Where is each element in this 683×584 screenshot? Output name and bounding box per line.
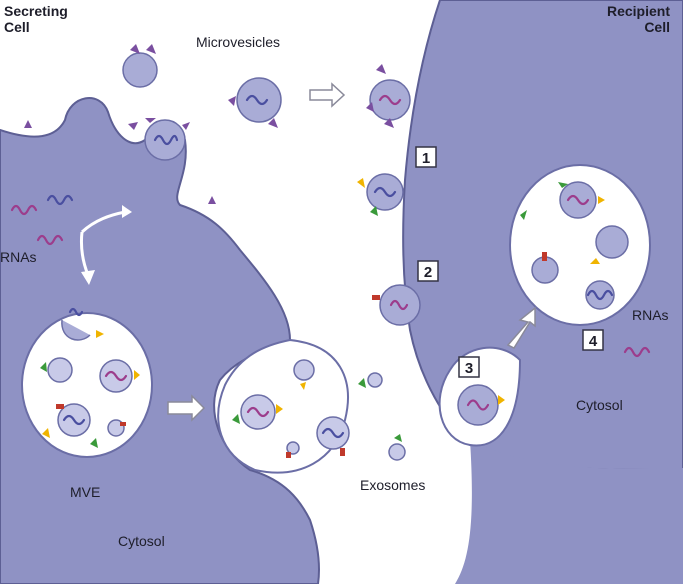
microvesicle-2 xyxy=(236,77,282,123)
step-box-2 xyxy=(417,260,439,282)
surface-marker xyxy=(24,120,32,128)
cytosol-rna-2 xyxy=(46,194,74,206)
recipient-cell-lower xyxy=(455,440,683,584)
fusion-vesicle-2 xyxy=(293,359,315,381)
microvesicles-label: Microvesicles xyxy=(196,34,280,50)
arrow-to-fusion xyxy=(167,394,206,422)
step-3: 3 xyxy=(465,360,473,377)
mve-label: MVE xyxy=(70,484,100,500)
step-box-3 xyxy=(458,356,480,378)
step-1: 1 xyxy=(422,150,430,167)
cytosol-rna-3 xyxy=(36,234,64,246)
surface-marker xyxy=(128,122,138,130)
endocytosed-vesicle-marker xyxy=(498,395,505,405)
microvesicle-1 xyxy=(122,52,158,88)
exosome-2 xyxy=(388,443,406,461)
secreting-cell xyxy=(0,97,321,584)
budding-microvesicle xyxy=(144,119,186,161)
cytosol-rna-1 xyxy=(10,204,38,216)
fusing-vesicle-rna xyxy=(389,299,409,311)
cytosol-label-right: Cytosol xyxy=(576,397,623,413)
secreting-cell-label-2: Cell xyxy=(4,19,30,35)
step-2: 2 xyxy=(424,264,432,281)
endocytosed-vesicle-rna xyxy=(466,399,490,411)
mve-invagination xyxy=(61,319,91,341)
endosome-vesicle-2 xyxy=(595,225,629,259)
arrow-to-endosome xyxy=(506,306,536,349)
exosome-1 xyxy=(367,372,383,388)
step-4: 4 xyxy=(589,333,598,350)
cytosol-label-left: Cytosol xyxy=(118,533,165,549)
mve-fusion xyxy=(217,338,349,474)
arrow-to-recipient xyxy=(309,82,346,108)
arrow-to-membrane xyxy=(80,210,126,234)
fusing-vesicle-marker xyxy=(372,295,380,300)
recipient-endosome xyxy=(509,164,651,326)
endosome-vesicle-4 xyxy=(585,280,615,310)
secreting-cell-label-1: Secreting xyxy=(4,3,68,19)
rnas-label-left: RNAs xyxy=(0,249,37,265)
rnas-label-right: RNAs xyxy=(632,307,669,323)
step-box-1 xyxy=(415,146,437,168)
fusion-vesicle-4 xyxy=(286,441,300,455)
recipient-cell-label-2: Cell xyxy=(644,19,670,35)
recipient-cell-label-1: Recipient xyxy=(607,3,670,19)
released-rna xyxy=(623,346,651,358)
surface-marker xyxy=(208,196,216,204)
exosomes-label: Exosomes xyxy=(360,477,425,493)
mve-vesicle-1 xyxy=(47,357,73,383)
step-box-4 xyxy=(582,329,604,351)
